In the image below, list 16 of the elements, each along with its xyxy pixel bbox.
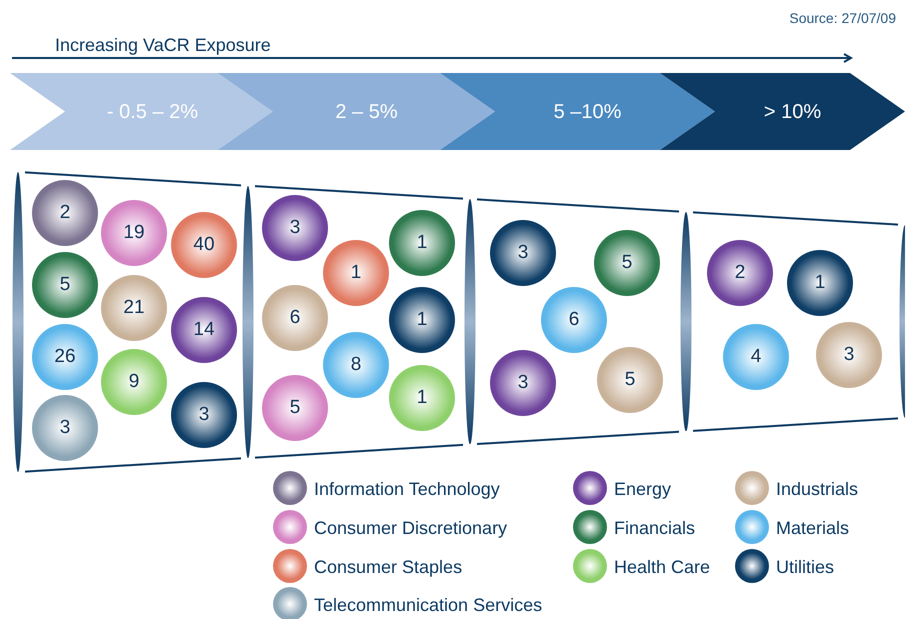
axis-title: Increasing VaCR Exposure: [55, 34, 271, 57]
legend-label: Consumer Discretionary: [314, 517, 508, 540]
legend-label: Consumer Staples: [314, 556, 462, 579]
legend-label: Utilities: [776, 556, 834, 579]
chevron-step: 2 – 5%: [218, 73, 495, 150]
chevron-step: - 0.5 – 2%: [10, 73, 275, 150]
legend-label: Telecommunication Services: [314, 594, 542, 617]
legend-label: Energy: [614, 478, 672, 501]
legend-label: Financials: [614, 517, 696, 540]
legend-label: Information Technology: [314, 478, 500, 501]
legend-label: Health Care: [614, 556, 710, 579]
chevron-step: 5 –10%: [440, 73, 715, 150]
legend-label: Industrials: [776, 478, 858, 501]
legend-label: Materials: [776, 517, 850, 540]
source-note: Source: 27/07/09: [789, 9, 896, 28]
chevron-step: > 10%: [660, 73, 905, 150]
